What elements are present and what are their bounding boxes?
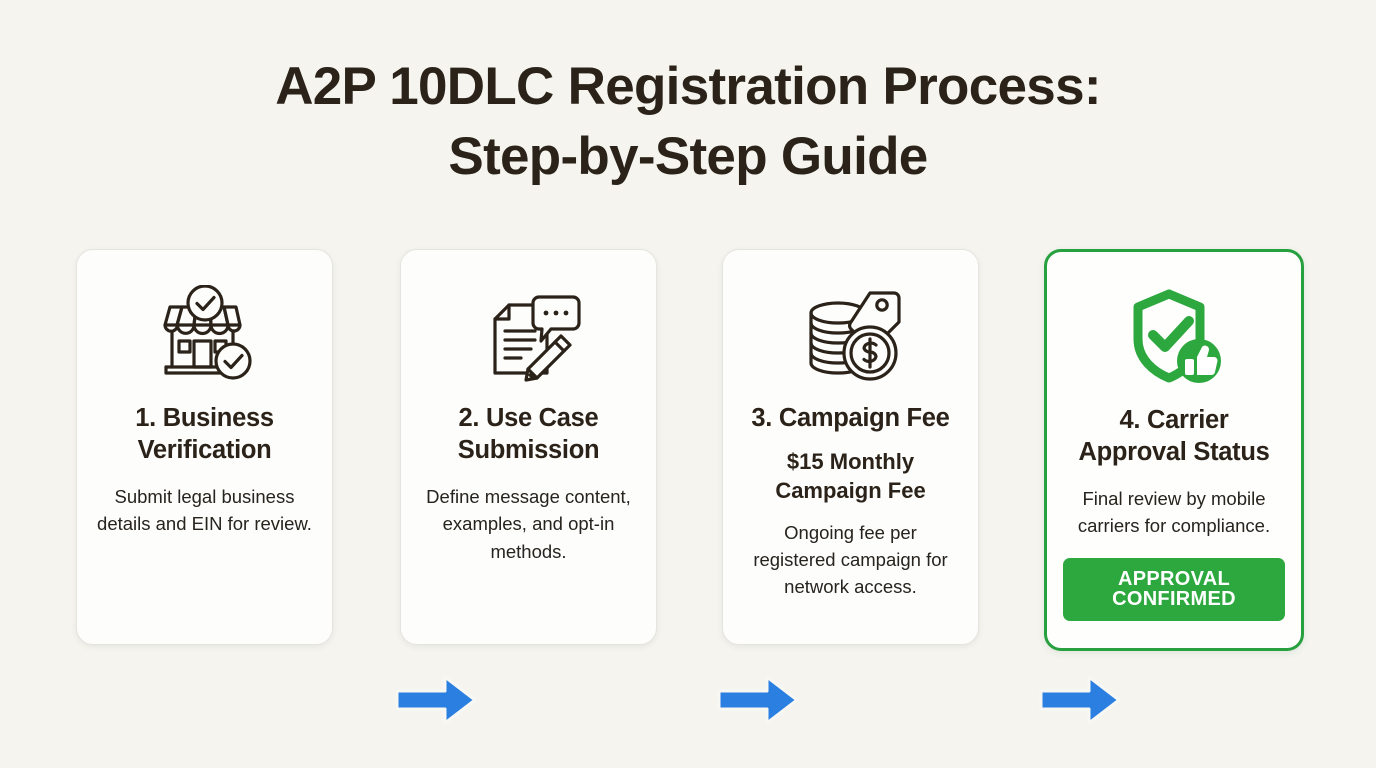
step-card-campaign-fee: 3. Campaign Fee $15 Monthly Campaign Fee… [722,249,979,645]
step-card-use-case-submission: 2. Use Case Submission Define message co… [400,249,657,645]
page-title: A2P 10DLC Registration Process: Step-by-… [0,52,1376,192]
step-title: 4. Carrier Approval Status [1078,406,1270,467]
arrow-step3-to-step4 [1039,674,1121,726]
step-card-carrier-approval-status: 4. Carrier Approval Status Final review … [1044,249,1304,651]
title-line-1: A2P 10DLC Registration Process: [275,57,1101,116]
coins-price-tag-icon [737,276,964,394]
steps-row: 1. Business Verification Submit legal bu… [76,249,1304,725]
step-title: 2. Use Case Submission [457,404,600,465]
step-body: Define message content, examples, and op… [426,485,631,562]
step-body: Ongoing fee per registered campaign for … [753,521,948,598]
storefront-verified-icon [91,276,318,394]
arrow-step2-to-step3 [717,674,799,726]
step-title: 3. Campaign Fee [751,404,950,432]
step-title: 1. Business Verification [135,404,274,465]
step-body: Final review by mobile carriers for comp… [1077,487,1271,537]
title-line-2: Step-by-Step Guide [448,126,928,186]
arrow-step1-to-step2 [395,674,477,726]
status-badge: APPROVAL CONFIRMED [1063,557,1285,621]
shield-check-thumbsup-icon [1061,278,1287,396]
document-pencil-chat-icon [415,276,642,394]
step-highlight: $15 Monthly Campaign Fee [775,449,926,503]
step-card-business-verification: 1. Business Verification Submit legal bu… [76,249,333,645]
step-body: Submit legal business details and EIN fo… [97,485,312,535]
